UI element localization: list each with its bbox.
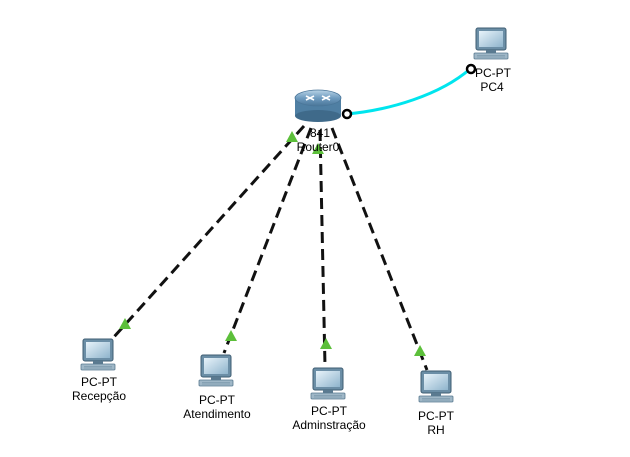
link-router-rh[interactable] xyxy=(330,127,429,371)
pc-icon-recepcao[interactable] xyxy=(80,338,116,371)
link-status-triangle xyxy=(119,318,131,329)
recepcao-type-label: PC-PT xyxy=(81,375,117,389)
pc4-name-label: PC4 xyxy=(480,80,504,94)
link-endpoint-pc4 xyxy=(465,63,477,75)
pc-icon-adminstracao[interactable] xyxy=(310,367,346,400)
link-status-triangle xyxy=(312,143,324,154)
router-name-label: Router0 xyxy=(296,140,340,154)
link-status-triangle xyxy=(414,345,426,356)
atendimento-type-label: PC-PT xyxy=(199,393,235,407)
pc4-type-label: PC-PT xyxy=(475,66,511,80)
router-model-label: 841 xyxy=(309,126,331,140)
link-router-adminstracao[interactable] xyxy=(318,129,327,367)
rh-type-label: PC-PT xyxy=(418,409,454,423)
link-router-pc4[interactable] xyxy=(346,67,471,116)
link-status-triangle xyxy=(320,338,332,349)
router-icon[interactable] xyxy=(294,89,342,122)
recepcao-name-label: Recepção xyxy=(71,389,127,403)
pc-icon-atendimento[interactable] xyxy=(198,354,234,387)
adminstracao-type-label: PC-PT xyxy=(311,404,347,418)
link-status-triangle xyxy=(286,131,298,142)
link-status-triangle xyxy=(225,330,237,341)
rh-name-label: RH xyxy=(427,423,445,437)
link-endpoint-router xyxy=(341,108,353,120)
link-router-atendimento[interactable] xyxy=(222,127,313,354)
atendimento-name-label: Atendimento xyxy=(183,407,251,421)
pc-icon-pc4[interactable] xyxy=(473,27,509,60)
link-router-recepcao[interactable] xyxy=(111,124,306,340)
pc-icon-rh[interactable] xyxy=(418,370,454,403)
adminstracao-name-label: Adminstração xyxy=(292,418,366,432)
